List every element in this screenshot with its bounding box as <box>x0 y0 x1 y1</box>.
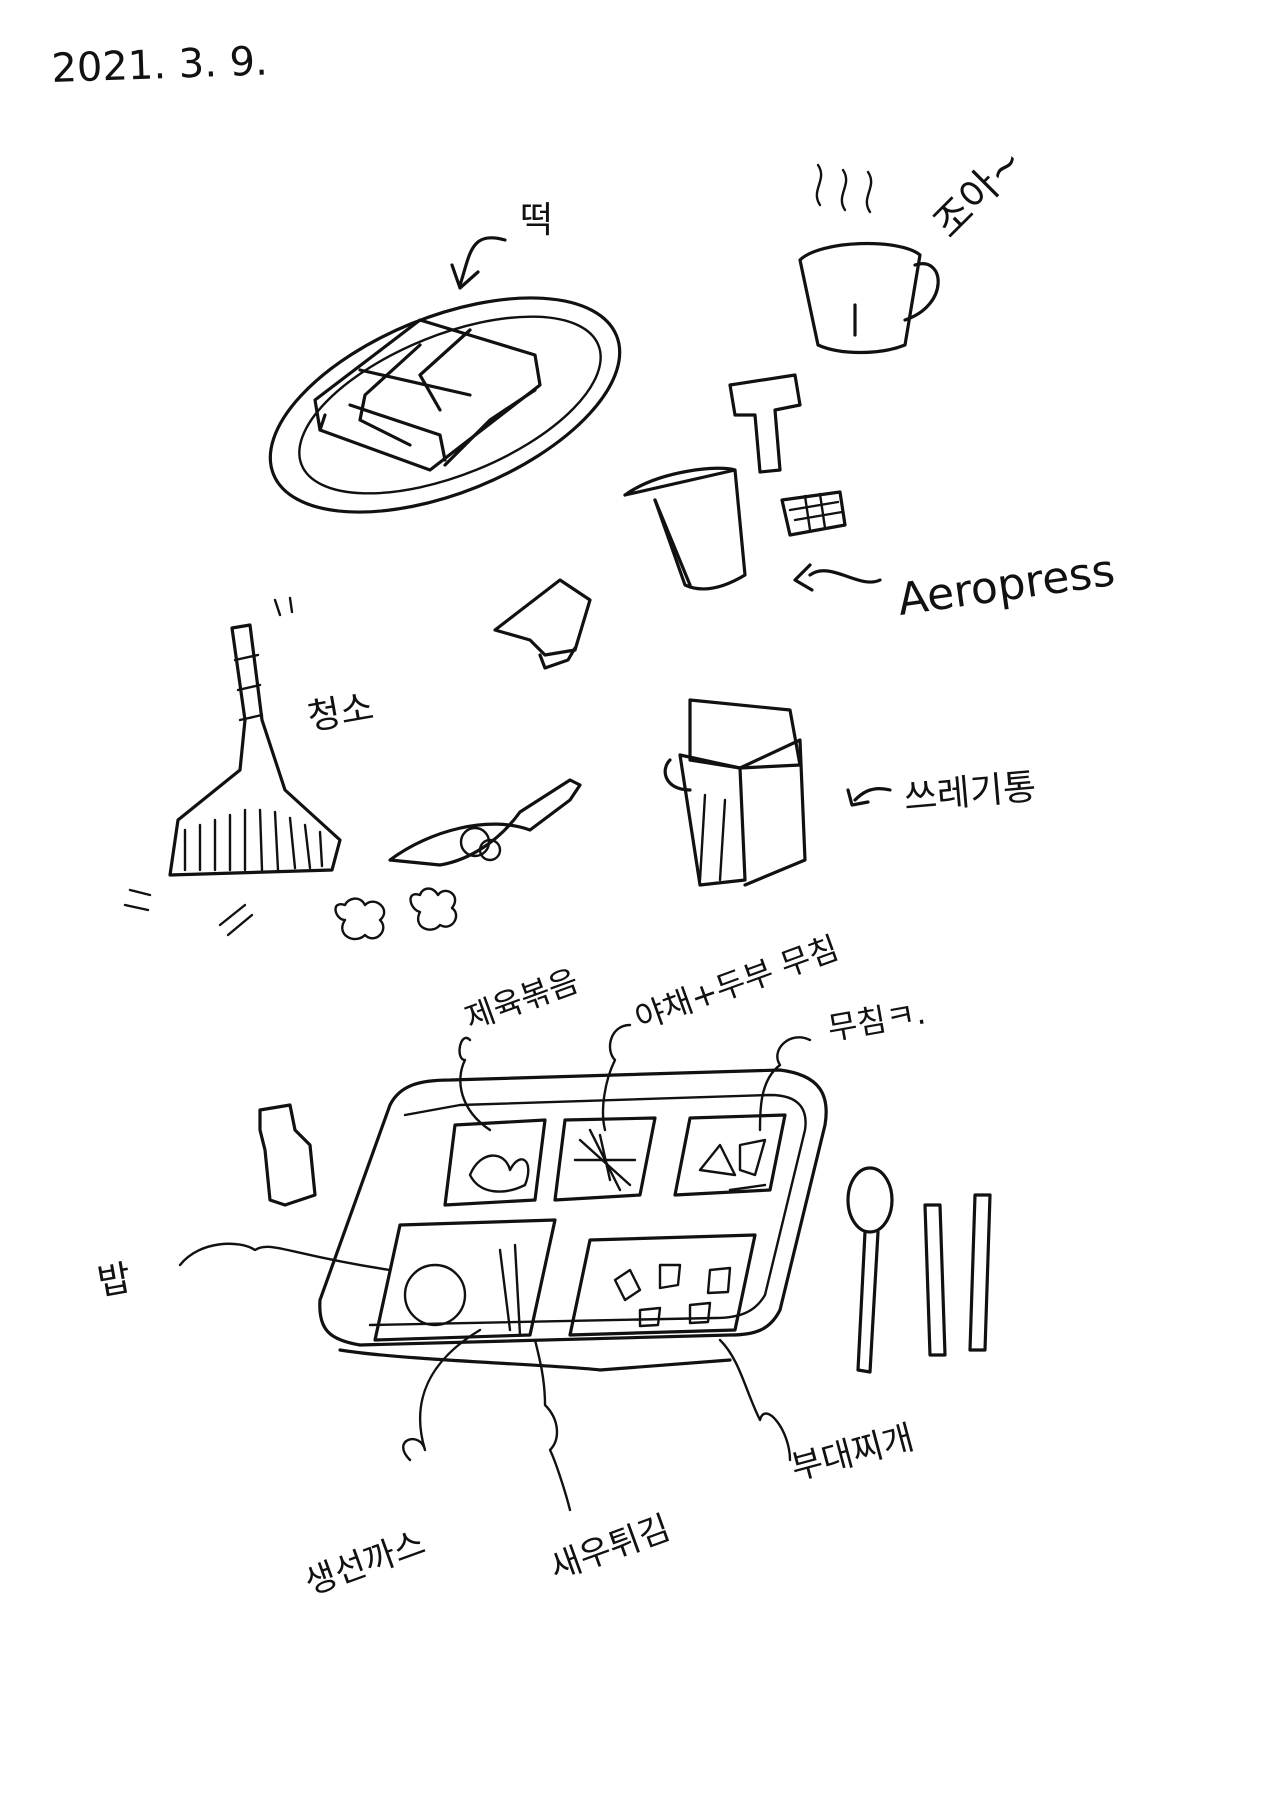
budae-label: 부대찌개 <box>787 1418 918 1489</box>
rice-label: 밥 <box>94 1258 134 1304</box>
jeyuk-label: 제육볶음 <box>460 962 584 1038</box>
tteok-label: 떡 <box>520 200 553 241</box>
trash-arrow <box>853 787 892 802</box>
shrimp-leader <box>533 1338 572 1512</box>
aeropress-label: Aeropress <box>894 545 1117 626</box>
yachae-label: 야채+두부 무침 <box>630 929 844 1038</box>
coffee-mug-drawing <box>798 163 940 355</box>
muchim-label: 무침ㅋ. <box>825 993 929 1048</box>
coffee-exclaim-label: 조아~ <box>925 139 1033 247</box>
aeropress-drawing <box>493 373 847 670</box>
broom-dustpan-drawing <box>123 596 582 941</box>
trash-can-drawing <box>663 698 807 887</box>
tteok-arrow <box>458 236 507 287</box>
cutlery-drawing <box>846 1166 992 1374</box>
tteok-plate-drawing <box>268 296 622 514</box>
budae-leader <box>718 1338 792 1462</box>
muchim-leader <box>758 1036 812 1132</box>
trash-can-label: 쓰레기통 <box>902 767 1038 819</box>
jeyuk-leader <box>458 1036 492 1132</box>
date-label: 2021. 3. 9. <box>51 38 269 92</box>
bottle-drawing <box>258 1103 317 1207</box>
yachae-leader <box>601 1023 632 1132</box>
rice-leader <box>178 1242 392 1272</box>
aeropress-arrow <box>808 569 882 584</box>
cleaning-label: 청소 <box>304 687 376 739</box>
lunch-tray-drawing <box>318 1068 828 1372</box>
fish-leader <box>402 1328 482 1462</box>
fish-label: 생선까스 <box>299 1523 430 1603</box>
shrimp-label: 새우튀김 <box>544 1508 675 1588</box>
